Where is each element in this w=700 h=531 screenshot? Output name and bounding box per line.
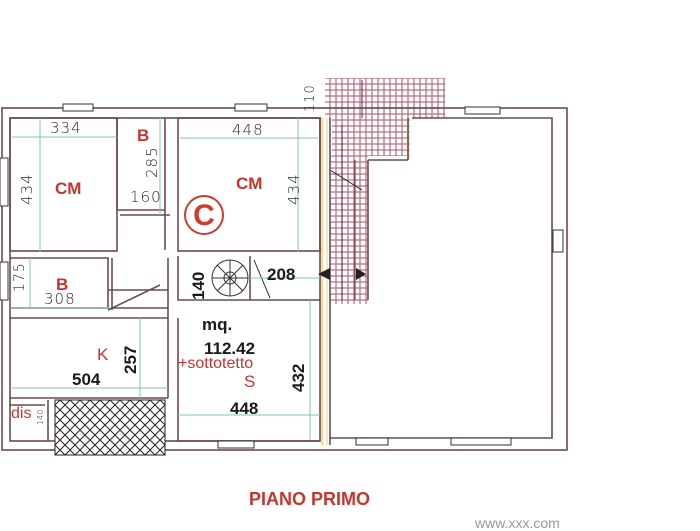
dim-bathroom2-depth: 175	[12, 262, 28, 292]
floor-title: PIANO PRIMO	[249, 489, 371, 509]
dim-bedroom2-depth: 434	[285, 173, 303, 205]
dim-kitchen-width: 504	[72, 370, 101, 389]
dim-hallway: 208	[267, 265, 296, 284]
windows	[0, 103, 564, 449]
footer-watermark: www.xxx.com	[475, 515, 560, 531]
dim-balcony: 110	[303, 84, 318, 112]
copyright-watermark-icon: C	[184, 195, 224, 235]
area-value: 112.42	[204, 339, 256, 358]
room-label-bedroom2: CM	[236, 174, 263, 193]
spiral-stair-icon	[211, 259, 271, 299]
dim-bathroom1-depth: 285	[143, 146, 161, 178]
dim-bedroom2-width: 448	[232, 121, 264, 139]
room-label-storage: dis	[11, 405, 32, 422]
dimension-lines	[10, 118, 320, 440]
dim-bedroom1-width: 334	[50, 119, 82, 137]
dim-living-width: 448	[230, 399, 259, 418]
room-label-bathroom1: B	[137, 126, 150, 145]
dim-storage: 140	[36, 409, 45, 425]
arrow-left-icon	[318, 268, 330, 280]
room-label-bedroom1: CM	[55, 179, 82, 198]
arrow-right-icon	[356, 268, 366, 280]
area-note: +sottotetto	[178, 355, 254, 372]
terrace	[325, 78, 445, 304]
dim-bedroom1-depth: 434	[18, 173, 36, 205]
dim-kitchen-depth: 257	[121, 345, 140, 374]
room-label-bathroom2: B	[56, 275, 69, 294]
counter-hatch	[54, 399, 166, 456]
room-label-kitchen: K	[97, 345, 109, 364]
dim-stair-width: 140	[189, 271, 208, 300]
area-unit-label: mq.	[202, 315, 233, 334]
dim-bathroom1-width: 160	[130, 188, 162, 206]
dim-living-depth: 432	[289, 363, 308, 392]
dim-bathroom2-width: 308	[44, 290, 76, 308]
room-label-living: S	[244, 372, 256, 391]
